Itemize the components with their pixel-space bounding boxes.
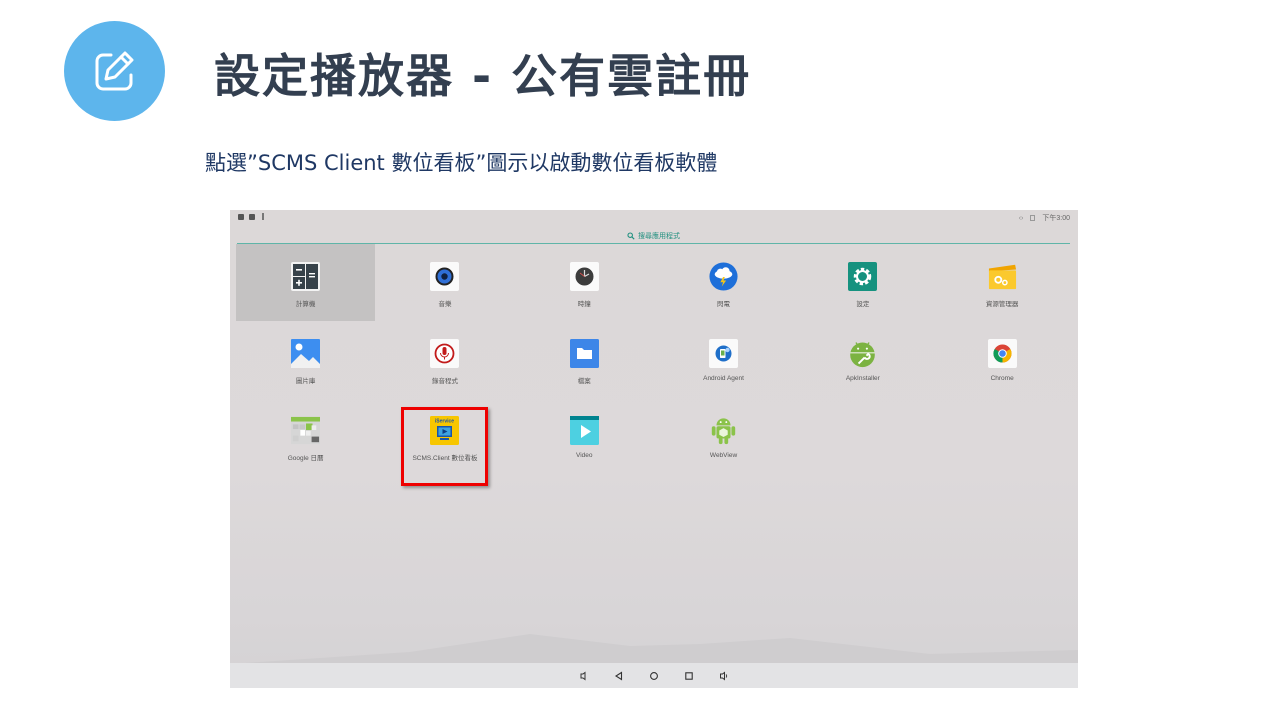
scms-client-icon: iService xyxy=(430,416,460,445)
calendar-icon xyxy=(291,416,321,445)
image-icon xyxy=(249,213,255,220)
app-webview[interactable]: WebView xyxy=(654,398,793,475)
app-android-agent[interactable]: Android Agent xyxy=(654,321,793,398)
recents-icon xyxy=(685,671,693,680)
app-label: 設定 xyxy=(856,301,870,308)
status-time: 下午3:00 xyxy=(1042,215,1070,222)
network-icon: ‹› xyxy=(1018,214,1024,222)
app-chrome[interactable]: Chrome xyxy=(932,321,1071,398)
app-label: 音樂 xyxy=(438,301,452,308)
app-label: 圖片庫 xyxy=(295,378,316,385)
music-speaker-icon xyxy=(430,262,460,291)
app-file-manager[interactable]: 資源管理器 xyxy=(932,244,1071,321)
volume-down-icon xyxy=(580,671,586,680)
status-bar: ‹› 下午3:00 xyxy=(230,210,1078,224)
app-gallery[interactable]: 圖片庫 xyxy=(236,321,375,398)
app-recorder[interactable]: 錄音程式 xyxy=(375,321,514,398)
app-label: Android Agent xyxy=(703,375,744,382)
wallpaper-mountains xyxy=(230,634,1078,664)
app-music[interactable]: 音樂 xyxy=(375,244,514,321)
app-label: WebView xyxy=(709,452,738,459)
navigation-bar xyxy=(230,663,1078,688)
search-icon xyxy=(627,231,635,240)
app-label: ApkInstaller xyxy=(845,375,880,382)
search-placeholder: 搜尋應用程式 xyxy=(638,232,680,240)
home-button[interactable] xyxy=(647,668,662,683)
storage-icon xyxy=(1030,215,1036,221)
volume-up-button[interactable] xyxy=(717,668,732,683)
app-settings[interactable]: 設定 xyxy=(793,244,932,321)
scms-client-highlight-box xyxy=(401,407,488,486)
microphone-icon xyxy=(430,339,460,368)
app-label: 閃電 xyxy=(717,301,731,308)
app-files[interactable]: 檔案 xyxy=(515,321,654,398)
app-label: 錄音程式 xyxy=(431,378,458,385)
page-title: 設定播放器 - 公有雲註冊 xyxy=(214,49,752,103)
volume-down-button[interactable] xyxy=(577,668,592,683)
calculator-icon xyxy=(291,262,321,291)
app-label: 資源管理器 xyxy=(985,301,1019,308)
app-label: 時鐘 xyxy=(577,301,591,308)
app-calculator[interactable]: 計算機 xyxy=(236,244,376,321)
lightning-cloud-icon xyxy=(709,262,738,291)
edit-pencil-icon xyxy=(95,51,133,91)
app-label: Chrome xyxy=(990,375,1014,382)
app-scms-client[interactable]: iService SCMS.Client 數位看板 xyxy=(375,398,514,475)
app-label: SCMS.Client 數位看板 xyxy=(412,455,478,462)
settings-gear-icon xyxy=(848,262,878,291)
app-label: 計算機 xyxy=(295,301,316,308)
video-play-icon xyxy=(569,416,599,445)
back-button[interactable] xyxy=(612,668,627,683)
folder-icon xyxy=(569,339,599,368)
app-apkinstaller[interactable]: ApkInstaller xyxy=(793,321,932,398)
app-search-bar[interactable]: 搜尋應用程式 xyxy=(237,228,1070,244)
app-google-calendar[interactable]: Google 日曆 xyxy=(236,398,375,475)
usb-icon xyxy=(260,213,266,220)
android-agent-icon xyxy=(709,339,739,368)
instruction-text: 點選”SCMS Client 數位看板”圖示以啟動數位看板軟體 xyxy=(205,151,718,175)
chrome-icon xyxy=(987,339,1017,368)
back-icon xyxy=(614,670,623,681)
volume-up-icon xyxy=(720,671,728,680)
edit-badge xyxy=(64,21,165,121)
app-clock[interactable]: 時鐘 xyxy=(515,244,654,321)
android-webview-icon xyxy=(709,416,738,445)
svg-text:iService: iService xyxy=(435,419,454,425)
app-lightning[interactable]: 閃電 xyxy=(654,244,793,321)
app-label: 檔案 xyxy=(577,378,591,385)
clock-icon xyxy=(569,262,599,291)
home-icon xyxy=(650,671,658,680)
recents-button[interactable] xyxy=(682,668,697,683)
apk-installer-icon xyxy=(848,339,877,368)
notification-icon xyxy=(238,213,244,220)
app-video[interactable]: Video xyxy=(515,398,654,475)
app-label: Video xyxy=(575,452,593,459)
app-label: Google 日曆 xyxy=(287,455,324,462)
android-screen: ‹› 下午3:00 搜尋應用程式 計算機 xyxy=(230,210,1078,688)
gallery-icon xyxy=(291,339,321,368)
file-manager-icon xyxy=(988,262,1017,291)
app-drawer-grid: 計算機 音樂 時鐘 閃電 xyxy=(236,244,1072,475)
